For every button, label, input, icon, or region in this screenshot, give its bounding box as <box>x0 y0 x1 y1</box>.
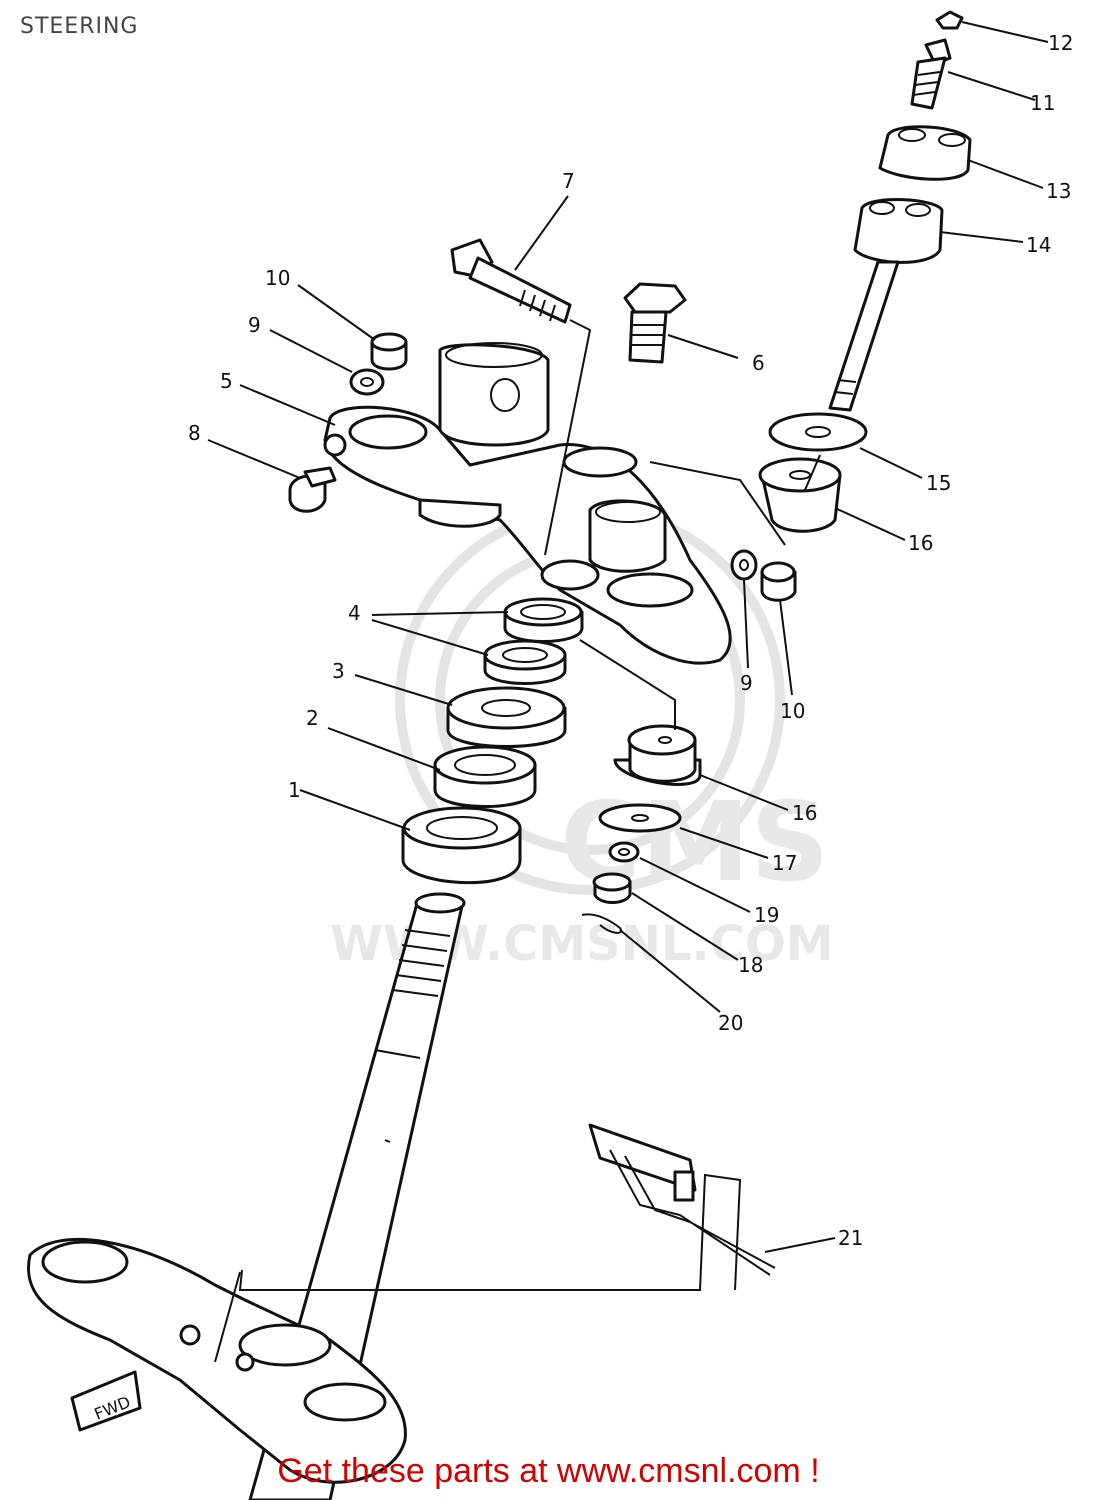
callout-10-left: 10 <box>265 266 290 290</box>
ball-race-2 <box>433 745 537 808</box>
callout-20: 20 <box>718 1011 743 1035</box>
callout-6: 6 <box>752 351 765 375</box>
nut-10-left <box>370 332 408 371</box>
damper-16-lower <box>613 724 702 786</box>
cap-12 <box>935 10 964 30</box>
callout-9-left: 9 <box>248 313 261 337</box>
callout-3: 3 <box>332 659 345 683</box>
washer-9-left <box>349 368 385 396</box>
callout-16-lower: 16 <box>792 801 817 825</box>
diagram-title: STEERING <box>20 14 139 39</box>
callout-9-right: 9 <box>740 671 753 695</box>
callout-4: 4 <box>348 601 361 625</box>
callout-10-right: 10 <box>780 699 805 723</box>
callout-14: 14 <box>1026 233 1051 257</box>
cotter-pin-20 <box>581 913 623 934</box>
callout-18: 18 <box>738 953 763 977</box>
washer-15 <box>768 412 868 452</box>
damper-16-upper <box>758 457 842 533</box>
bolt-7 <box>450 238 572 324</box>
bolt-8 <box>288 466 337 513</box>
callout-13: 13 <box>1046 179 1071 203</box>
lower-holder-14 <box>828 198 944 412</box>
bolt-11 <box>910 38 952 110</box>
washer-9-right <box>730 549 758 581</box>
nut-18 <box>592 872 632 904</box>
ring-nut-4-lower <box>483 639 567 685</box>
fwd-arrow-tag: FWD <box>70 1370 142 1432</box>
callout-15: 15 <box>926 471 951 495</box>
callout-1: 1 <box>288 778 301 802</box>
alignment-lines <box>214 319 821 1363</box>
upper-holder-13 <box>878 125 972 181</box>
callout-2: 2 <box>306 706 319 730</box>
callout-8: 8 <box>188 421 201 445</box>
washer-19 <box>608 841 640 863</box>
callout-16-upper: 16 <box>908 531 933 555</box>
under-bracket <box>27 1237 407 1484</box>
washer-17 <box>598 803 682 833</box>
leader-lines <box>207 21 1049 1253</box>
callout-17: 17 <box>772 851 797 875</box>
callout-5: 5 <box>220 369 233 393</box>
callout-21: 21 <box>838 1226 863 1250</box>
nut-10-right <box>760 561 797 602</box>
lower-bearing-1 <box>401 806 522 885</box>
dust-seal-3 <box>446 686 567 748</box>
callout-12: 12 <box>1048 31 1073 55</box>
bolt-6 <box>623 282 687 364</box>
callout-19: 19 <box>754 903 779 927</box>
footer-cta-link[interactable]: Get these parts at www.cmsnl.com ! <box>277 1452 820 1490</box>
upper-bracket-5 <box>323 342 732 665</box>
callout-labels: 1 2 3 4 5 6 7 8 9 10 9 10 11 12 13 14 15… <box>188 31 1073 1250</box>
cable-guide-21 <box>588 1123 776 1276</box>
callout-11: 11 <box>1030 91 1055 115</box>
ring-nut-4-upper <box>503 597 584 643</box>
callout-7: 7 <box>562 169 575 193</box>
